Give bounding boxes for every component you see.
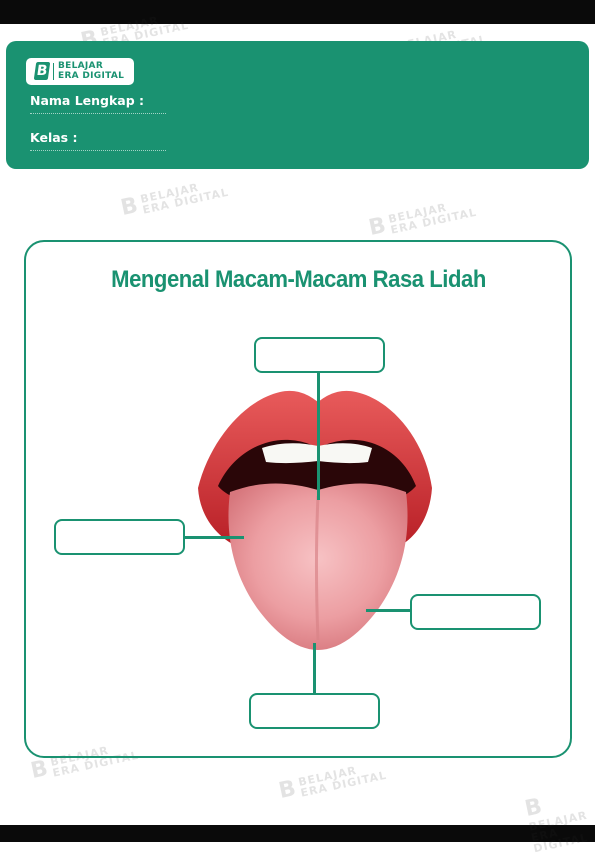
connector-line-left: [184, 536, 244, 539]
top-border: [0, 0, 595, 24]
answer-box-top[interactable]: [254, 337, 385, 373]
bottom-border: [0, 825, 595, 842]
connector-line-top: [317, 372, 320, 500]
name-label: Nama Lengkap :: [30, 93, 145, 108]
worksheet-frame: [24, 240, 572, 758]
connector-line-right: [366, 609, 411, 612]
answer-box-right[interactable]: [410, 594, 541, 630]
name-field[interactable]: [30, 113, 166, 114]
class-label: Kelas :: [30, 130, 78, 145]
tongue: [228, 483, 408, 650]
answer-box-left[interactable]: [54, 519, 185, 555]
connector-line-bottom: [313, 643, 316, 695]
answer-box-bottom[interactable]: [249, 693, 380, 729]
class-field[interactable]: [30, 150, 166, 151]
worksheet-title: Mengenal Macam-Macam Rasa Lidah: [111, 266, 486, 293]
